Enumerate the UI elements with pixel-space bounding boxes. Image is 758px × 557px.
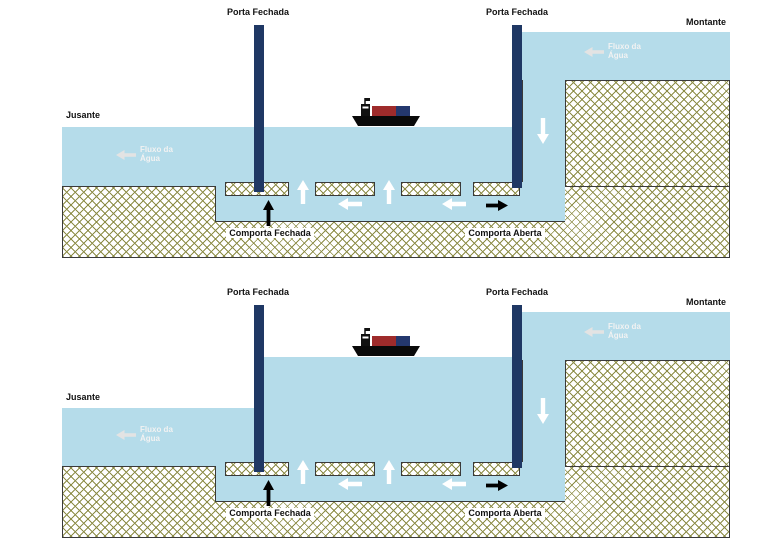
left-gate (254, 25, 264, 192)
upstream-label: Montante (686, 17, 726, 27)
cargo-ship-icon (348, 97, 424, 127)
port-up-arrow-icon (297, 460, 309, 484)
port-up-arrow-icon (383, 180, 395, 204)
flow-left-arrow-icon (584, 327, 604, 337)
floor-block (401, 182, 461, 196)
upstream-flow-label: Fluxo da Água (608, 322, 641, 341)
sluice-open-label-text: Comporta Aberta (465, 228, 545, 238)
culvert-left-arrow-icon (338, 478, 362, 490)
right-gate-label: Porta Fechada (485, 287, 549, 297)
upstream-wall (565, 80, 730, 187)
right-gate (512, 305, 522, 468)
downstream-label: Jusante (66, 110, 101, 120)
right-gate (512, 25, 522, 188)
left-gate-label: Porta Fechada (226, 287, 290, 297)
floor-block (401, 462, 461, 476)
upstream-flow-label: Fluxo da Água (608, 42, 641, 61)
culvert-left-arrow-icon (338, 198, 362, 210)
flow-left-arrow-icon (584, 47, 604, 57)
sluice-open-label: Comporta Aberta (450, 508, 560, 518)
flow-left-arrow-icon (116, 150, 136, 160)
floor-block (315, 182, 375, 196)
flow-down-arrow-icon (537, 398, 549, 424)
sluice-open-label-text: Comporta Aberta (465, 508, 545, 518)
floor-block (473, 462, 520, 476)
floor-block (473, 182, 520, 196)
panel-lock-high-water: Porta Fechada Porta Fechada Montante Jus… (0, 280, 758, 557)
upstream-water (522, 312, 730, 360)
flow-down-arrow-icon (537, 118, 549, 144)
cargo-ship-icon (348, 327, 424, 357)
sluice-closed-up-arrow-icon (263, 480, 274, 506)
sluice-open-right-arrow-icon (486, 480, 508, 491)
sluice-open-right-arrow-icon (486, 200, 508, 211)
floor-block (315, 462, 375, 476)
chamber-water (254, 357, 522, 466)
panel-lock-low-water: Porta Fechada Porta Fechada Montante Jus… (0, 0, 758, 278)
sluice-closed-label: Comporta Fechada (212, 228, 328, 238)
culvert-left-arrow-icon (442, 198, 466, 210)
sluice-closed-label: Comporta Fechada (212, 508, 328, 518)
port-up-arrow-icon (383, 460, 395, 484)
downstream-water (62, 408, 254, 466)
upstream-wall (565, 360, 730, 467)
left-gate (254, 305, 264, 472)
upstream-label: Montante (686, 297, 726, 307)
sluice-closed-label-text: Comporta Fechada (226, 228, 314, 238)
port-up-arrow-icon (297, 180, 309, 204)
downstream-label: Jusante (66, 392, 101, 402)
right-gate-label: Porta Fechada (485, 7, 549, 17)
downstream-flow-label: Fluxo da Água (140, 425, 173, 444)
left-gate-label: Porta Fechada (226, 7, 290, 17)
culvert-left-arrow-icon (442, 478, 466, 490)
flow-left-arrow-icon (116, 430, 136, 440)
upstream-water (522, 32, 730, 80)
sluice-closed-label-text: Comporta Fechada (226, 508, 314, 518)
sluice-open-label: Comporta Aberta (450, 228, 560, 238)
downstream-flow-label: Fluxo da Água (140, 145, 173, 164)
chamber-and-downstream-water (62, 127, 522, 186)
sluice-closed-up-arrow-icon (263, 200, 274, 226)
